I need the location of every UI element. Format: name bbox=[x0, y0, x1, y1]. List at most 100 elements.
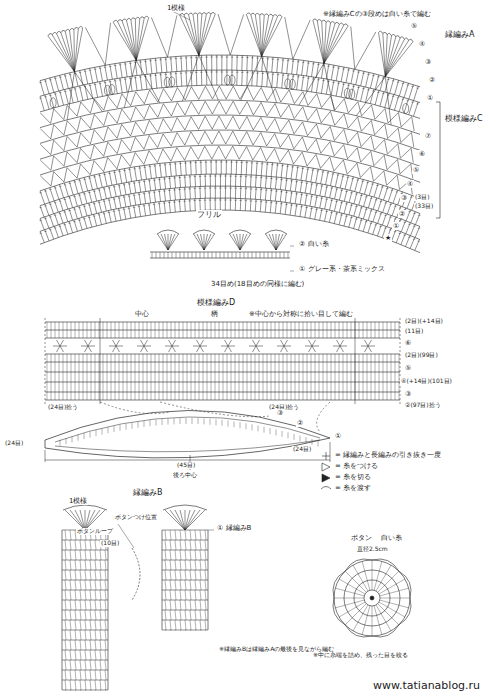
stitch-stroke bbox=[75, 540, 76, 550]
stitch-stroke bbox=[64, 184, 66, 185]
stitch-stroke bbox=[250, 199, 252, 211]
stitch-stroke bbox=[170, 58, 172, 59]
stitch-stroke bbox=[79, 330, 80, 338]
stitch-stroke bbox=[295, 354, 296, 362]
stitch-stroke bbox=[203, 322, 204, 330]
stitch-stroke bbox=[83, 392, 84, 400]
stitch-stroke bbox=[71, 330, 72, 338]
stitch-stroke bbox=[160, 73, 161, 88]
stitch-stroke bbox=[123, 184, 125, 185]
stitch-stroke bbox=[210, 419, 211, 425]
stitch-stroke bbox=[140, 60, 142, 75]
stitch-stroke bbox=[327, 172, 329, 173]
stitch-stroke bbox=[231, 392, 232, 400]
stitch-stroke bbox=[105, 630, 106, 640]
stitch-stroke bbox=[320, 196, 322, 208]
stitch-stroke bbox=[259, 372, 260, 382]
stitch-stroke bbox=[190, 72, 192, 73]
stitch-stroke bbox=[185, 57, 187, 58]
stitch-stroke bbox=[319, 392, 320, 400]
stitch-stroke bbox=[340, 214, 342, 215]
stitch-stroke bbox=[63, 322, 64, 330]
stitch-stroke bbox=[175, 362, 176, 372]
stitch-stroke bbox=[195, 372, 196, 382]
stitch-stroke bbox=[168, 178, 170, 179]
stitch-stroke bbox=[85, 69, 88, 84]
stitch-stroke bbox=[201, 234, 205, 250]
stitch-stroke bbox=[113, 199, 115, 200]
stitch-stroke bbox=[99, 201, 102, 213]
stitch-stroke bbox=[54, 215, 56, 216]
stitch-stroke bbox=[108, 173, 110, 174]
stitch-stroke bbox=[307, 362, 308, 372]
stitch-stroke bbox=[223, 330, 224, 338]
stitch-stroke bbox=[85, 610, 86, 620]
stitch-stroke bbox=[235, 186, 236, 198]
stitch-stroke bbox=[134, 62, 136, 63]
stitch-stroke bbox=[195, 72, 197, 73]
stitch-stroke bbox=[85, 630, 86, 640]
stitch-stroke bbox=[60, 346, 64, 352]
chart-path bbox=[218, 14, 244, 55]
stitch-stroke bbox=[211, 362, 212, 372]
stitch-stroke bbox=[88, 340, 92, 346]
stitch-stroke bbox=[80, 660, 81, 670]
stitch-stroke bbox=[95, 392, 96, 400]
stitch-stroke bbox=[143, 322, 144, 330]
stitch-stroke bbox=[95, 650, 96, 660]
stitch-stroke bbox=[292, 76, 294, 77]
stitch-stroke bbox=[129, 63, 131, 64]
stitch-stroke bbox=[340, 174, 343, 188]
stitch-stroke bbox=[318, 441, 319, 447]
stitch-stroke bbox=[69, 74, 71, 75]
stitch-stroke bbox=[311, 372, 312, 382]
stitch-stroke bbox=[159, 372, 160, 382]
stitch-stroke bbox=[283, 330, 284, 338]
stitch-stroke bbox=[235, 362, 236, 372]
stitch-stroke bbox=[70, 630, 71, 640]
stitch-stroke bbox=[284, 252, 285, 258]
stitch-stroke bbox=[237, 234, 241, 250]
stitch-stroke bbox=[324, 24, 339, 63]
stitch-stroke bbox=[99, 330, 100, 338]
stitch-stroke bbox=[255, 187, 257, 199]
stitch-stroke bbox=[385, 77, 391, 125]
stitch-stroke bbox=[336, 81, 339, 96]
stitch-stroke bbox=[305, 193, 307, 205]
stitch-stroke bbox=[40, 233, 42, 234]
stitch-stroke bbox=[63, 354, 64, 362]
stitch-stroke bbox=[205, 160, 206, 174]
stitch-stroke bbox=[320, 210, 322, 211]
stitch-stroke bbox=[100, 640, 101, 650]
stitch-stroke bbox=[47, 382, 48, 392]
stitch-stroke bbox=[235, 372, 236, 382]
stitch-stroke bbox=[45, 322, 400, 323]
stitch-stroke bbox=[375, 75, 379, 90]
stitch-stroke bbox=[272, 252, 273, 258]
stitch-stroke bbox=[380, 76, 384, 91]
stitch-stroke bbox=[215, 322, 216, 330]
stitch-stroke bbox=[209, 188, 211, 189]
stitch-stroke bbox=[241, 56, 262, 100]
stitch-stroke bbox=[347, 69, 349, 70]
stitch-stroke bbox=[255, 362, 256, 372]
stitch-stroke bbox=[167, 362, 168, 372]
stitch-stroke bbox=[227, 382, 228, 392]
stitch-stroke bbox=[221, 55, 222, 70]
stitch-stroke bbox=[319, 382, 320, 392]
stitch-stroke bbox=[44, 191, 46, 192]
stitch-stroke bbox=[183, 330, 184, 338]
stitch-stroke bbox=[100, 318, 101, 404]
stitch-stroke bbox=[247, 322, 248, 330]
stitch-stroke bbox=[383, 354, 384, 362]
stitch-stroke bbox=[57, 340, 61, 346]
stitch-stroke bbox=[220, 174, 221, 186]
stitch-stroke bbox=[331, 188, 333, 189]
stitch-stroke bbox=[139, 330, 140, 338]
stitch-stroke bbox=[189, 15, 199, 56]
stitch-stroke bbox=[260, 188, 262, 200]
stitch-stroke bbox=[59, 372, 60, 382]
stitch-stroke bbox=[359, 392, 360, 400]
stitch-stroke bbox=[160, 163, 162, 177]
stitch-stroke bbox=[186, 71, 188, 86]
